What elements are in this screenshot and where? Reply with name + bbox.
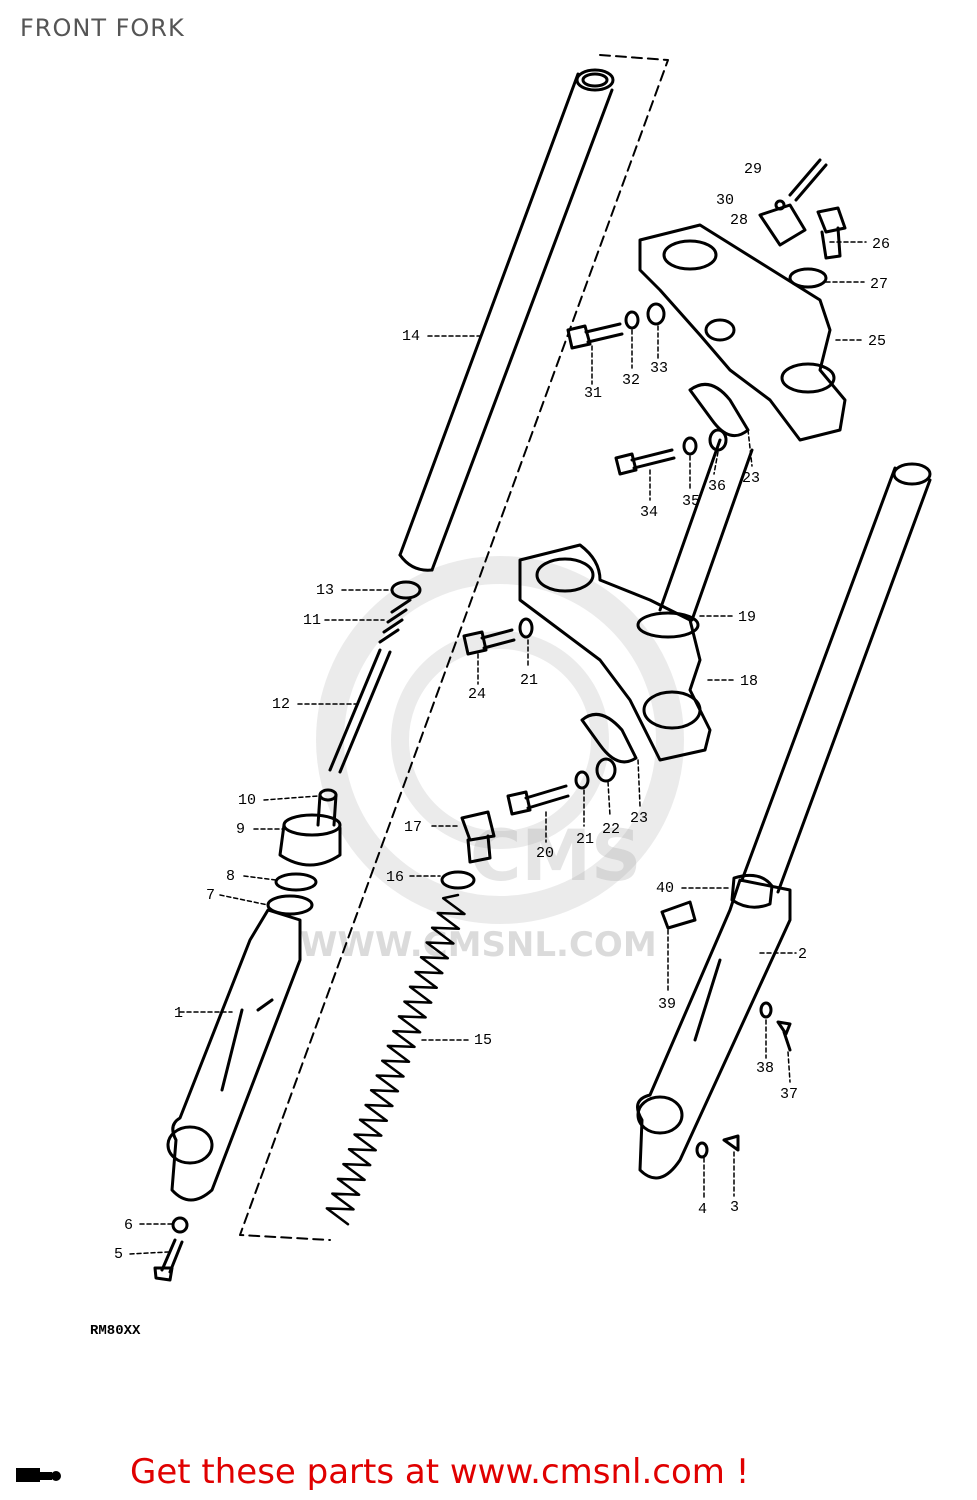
- callout-24: 24: [468, 686, 486, 703]
- model-code: RM80XX: [90, 1323, 141, 1339]
- upper-bracket: [638, 223, 847, 442]
- callout-34: 34: [640, 504, 658, 521]
- fork-spring: [325, 893, 466, 1226]
- brake-hose-clamp: [660, 873, 774, 930]
- callout-20: 20: [536, 845, 554, 862]
- callout-17: 17: [404, 819, 422, 836]
- callout-13: 13: [316, 582, 334, 599]
- lower-pinch-bolt: [506, 757, 617, 816]
- steering-stem: [658, 438, 754, 622]
- callout-32: 32: [622, 372, 640, 389]
- cable-guide-bolt: [614, 428, 728, 476]
- callout-11: 11: [303, 612, 321, 629]
- outer-tube-right: [636, 878, 792, 1180]
- watermark-url: WWW.CMSNL.COM: [300, 925, 657, 965]
- callout-31: 31: [584, 385, 602, 402]
- callout-29: 29: [744, 161, 762, 178]
- callout-35: 35: [682, 493, 700, 510]
- inner-tube-right: [740, 462, 932, 894]
- cap-bolt: [440, 810, 496, 890]
- callout-1: 1: [174, 1005, 183, 1022]
- callout-28: 28: [730, 212, 748, 229]
- callout-10: 10: [238, 792, 256, 809]
- lower-bracket: [518, 543, 712, 762]
- callout-3: 3: [730, 1199, 739, 1216]
- callout-15: 15: [474, 1032, 492, 1049]
- rod-assembly: [328, 580, 422, 774]
- callout-16: 16: [386, 869, 404, 886]
- cable-guides: [580, 382, 750, 764]
- callout-8: 8: [226, 868, 235, 885]
- outer-tube-left: [166, 908, 302, 1202]
- callout-7: 7: [206, 887, 215, 904]
- get-parts-link[interactable]: Get these parts at www.cmsnl.com !: [130, 1452, 750, 1492]
- callout-9: 9: [236, 821, 245, 838]
- callout-18: 18: [740, 673, 758, 690]
- clamp-screw: [759, 1001, 792, 1052]
- axle-clamp-screw: [695, 1134, 740, 1159]
- callout-39: 39: [658, 996, 676, 1013]
- inner-tube-left: [398, 68, 615, 572]
- callout-30: 30: [716, 192, 734, 209]
- upper-pinch-bolt: [566, 302, 666, 350]
- callout-4: 4: [698, 1201, 707, 1218]
- callout-26: 26: [872, 236, 890, 253]
- callout-12: 12: [272, 696, 290, 713]
- callout-21b: 21: [576, 831, 594, 848]
- callout-25: 25: [868, 333, 886, 350]
- callout-2: 2: [798, 946, 807, 963]
- callout-23a: 23: [630, 810, 648, 827]
- callout-22: 22: [602, 821, 620, 838]
- callout-19: 19: [738, 609, 756, 626]
- callout-23b: 23: [742, 470, 760, 487]
- callout-21a: 21: [520, 672, 538, 689]
- callout-27: 27: [870, 276, 888, 293]
- callout-14: 14: [402, 328, 420, 345]
- callout-38: 38: [756, 1060, 774, 1077]
- callout-5: 5: [114, 1246, 123, 1263]
- bracket-bolt: [462, 617, 534, 656]
- damper-parts: [266, 788, 342, 916]
- callout-6: 6: [124, 1217, 133, 1234]
- page-title: FRONT FORK: [20, 14, 185, 42]
- watermark-name: CMS: [470, 815, 642, 897]
- callout-33: 33: [650, 360, 668, 377]
- drain-bolt: [153, 1216, 189, 1282]
- handlebar-clamp: [758, 158, 828, 247]
- cart-icon: [16, 1468, 61, 1482]
- callout-37: 37: [780, 1086, 798, 1103]
- callout-36: 36: [708, 478, 726, 495]
- callout-40: 40: [656, 880, 674, 897]
